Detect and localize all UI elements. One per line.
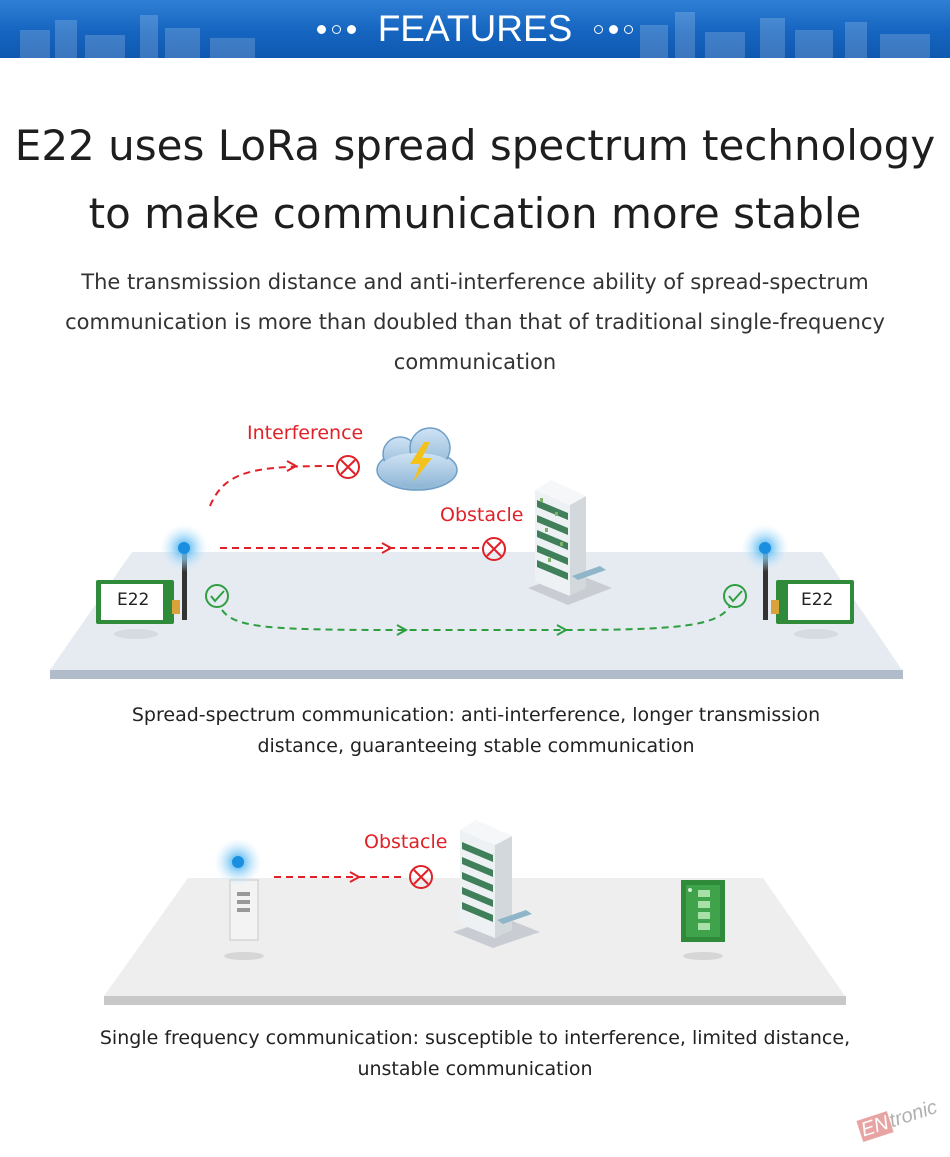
single-arrow-icon [349, 871, 362, 883]
obstacle-label-2: Obstacle [364, 831, 448, 853]
success-check-left-icon [205, 584, 229, 608]
single-frequency-diagram: Obstacle [0, 810, 950, 1020]
success-arrow-icon [396, 624, 409, 636]
success-arrow-icon-2 [556, 624, 569, 636]
obstacle-arrow-icon [381, 542, 394, 554]
receiver-module-icon [681, 880, 725, 960]
banner-title: FEATURES [377, 8, 573, 49]
features-banner: FEATURES [0, 0, 950, 58]
subtitle-line-1: The transmission distance and anti-inter… [81, 270, 869, 294]
watermark-logo: ENtronic [856, 1096, 940, 1143]
single-caption-line-2: unstable communication [357, 1058, 593, 1080]
city-skyline-decoration [20, 12, 930, 58]
building-obstacle-icon-2 [453, 820, 540, 948]
banner-dots-right [594, 24, 634, 34]
e22-module-left-icon [96, 524, 208, 639]
spread-spectrum-diagram: Interference Obstacle E22 E22 [0, 400, 950, 700]
watermark-text: tronic [886, 1096, 940, 1133]
headline-line-1: E22 uses LoRa spread spectrum technology [14, 121, 936, 170]
building-obstacle-icon [528, 480, 612, 605]
single-caption: Single frequency communication: suscepti… [90, 1023, 860, 1085]
interference-path [209, 465, 336, 507]
headline: E22 uses LoRa spread spectrum technology… [0, 112, 950, 248]
headline-line-2: to make communication more stable [88, 189, 862, 238]
success-path [221, 605, 731, 631]
single-blocked-icon [409, 865, 433, 889]
obstacle-label: Obstacle [440, 504, 524, 526]
interference-arrow-icon [286, 460, 299, 472]
module-right-label: E22 [801, 590, 834, 610]
single-caption-line-1: Single frequency communication: suscepti… [99, 1027, 851, 1049]
obstacle-blocked-icon [482, 537, 506, 561]
banner-dots-left [316, 24, 356, 34]
spread-caption: Spread-spectrum communication: anti-inte… [100, 700, 852, 762]
spread-caption-line-2: distance, guaranteeing stable communicat… [257, 735, 695, 757]
interference-label: Interference [247, 422, 364, 444]
transmitter-device-icon [214, 838, 264, 960]
ground-platform [50, 552, 903, 679]
success-check-right-icon [723, 584, 747, 608]
subtitle-line-3: communication [393, 350, 557, 374]
interference-blocked-icon [336, 455, 360, 479]
spread-caption-line-1: Spread-spectrum communication: anti-inte… [131, 704, 821, 726]
storm-cloud-icon [376, 427, 458, 491]
module-left-label: E22 [117, 590, 150, 610]
e22-module-right-icon [741, 524, 854, 639]
subtitle-line-2: communication is more than doubled than … [65, 310, 885, 334]
subtitle: The transmission distance and anti-inter… [40, 262, 910, 382]
